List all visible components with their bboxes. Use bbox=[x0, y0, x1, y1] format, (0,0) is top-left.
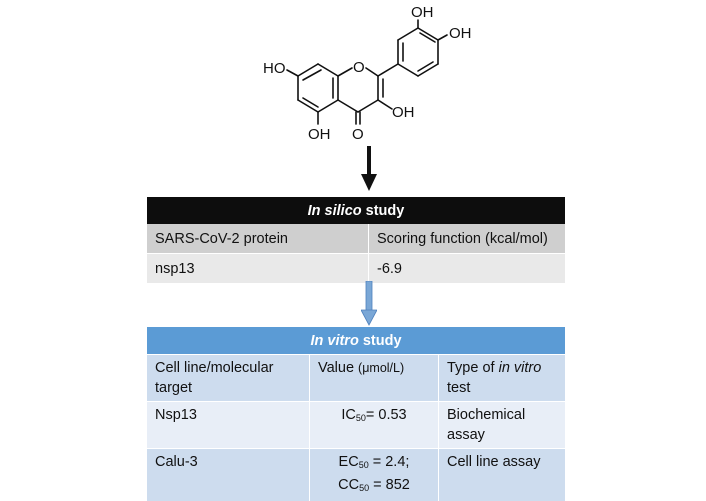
keto-oxygen-label: O bbox=[352, 126, 364, 143]
value-cell: IC50= 0.53 bbox=[310, 402, 439, 449]
oh-mid-label: OH bbox=[392, 104, 415, 121]
target-cell: Nsp13 bbox=[147, 402, 310, 449]
score-cell: -6.9 bbox=[369, 254, 566, 284]
oh-bottom-label: OH bbox=[308, 126, 331, 143]
in-vitro-table: In vitro study Cell line/molecular targe… bbox=[147, 327, 565, 501]
column-value-header: Value (μmol/L) bbox=[310, 355, 439, 402]
oh-top-label: OH bbox=[411, 4, 434, 21]
column-target-header: Cell line/molecular target bbox=[147, 355, 310, 402]
column-protein-header: SARS-CoV-2 protein bbox=[147, 224, 369, 254]
ring-oxygen-label: O bbox=[353, 59, 365, 76]
column-test-header: Type of in vitro test bbox=[439, 355, 566, 402]
value-cell: EC50 = 2.4;CC50 = 852 bbox=[310, 449, 439, 501]
oh-right-label: OH bbox=[449, 25, 472, 42]
in-silico-header: In silico study bbox=[147, 197, 565, 224]
down-arrow-black bbox=[361, 146, 377, 192]
target-cell: Calu-3 bbox=[147, 449, 310, 501]
protein-cell: nsp13 bbox=[147, 254, 369, 284]
test-cell: Cell line assay bbox=[439, 449, 566, 501]
in-vitro-header: In vitro study bbox=[147, 327, 565, 355]
in-silico-table: In silico study SARS-CoV-2 protein Scori… bbox=[147, 197, 565, 283]
ho-left-label: HO bbox=[263, 60, 286, 77]
test-cell: Biochemical assay bbox=[439, 402, 566, 449]
down-arrow-blue bbox=[361, 281, 377, 326]
molecule-structure: OH OH HO O OH OH O bbox=[0, 0, 706, 160]
column-score-header: Scoring function (kcal/mol) bbox=[369, 224, 566, 254]
